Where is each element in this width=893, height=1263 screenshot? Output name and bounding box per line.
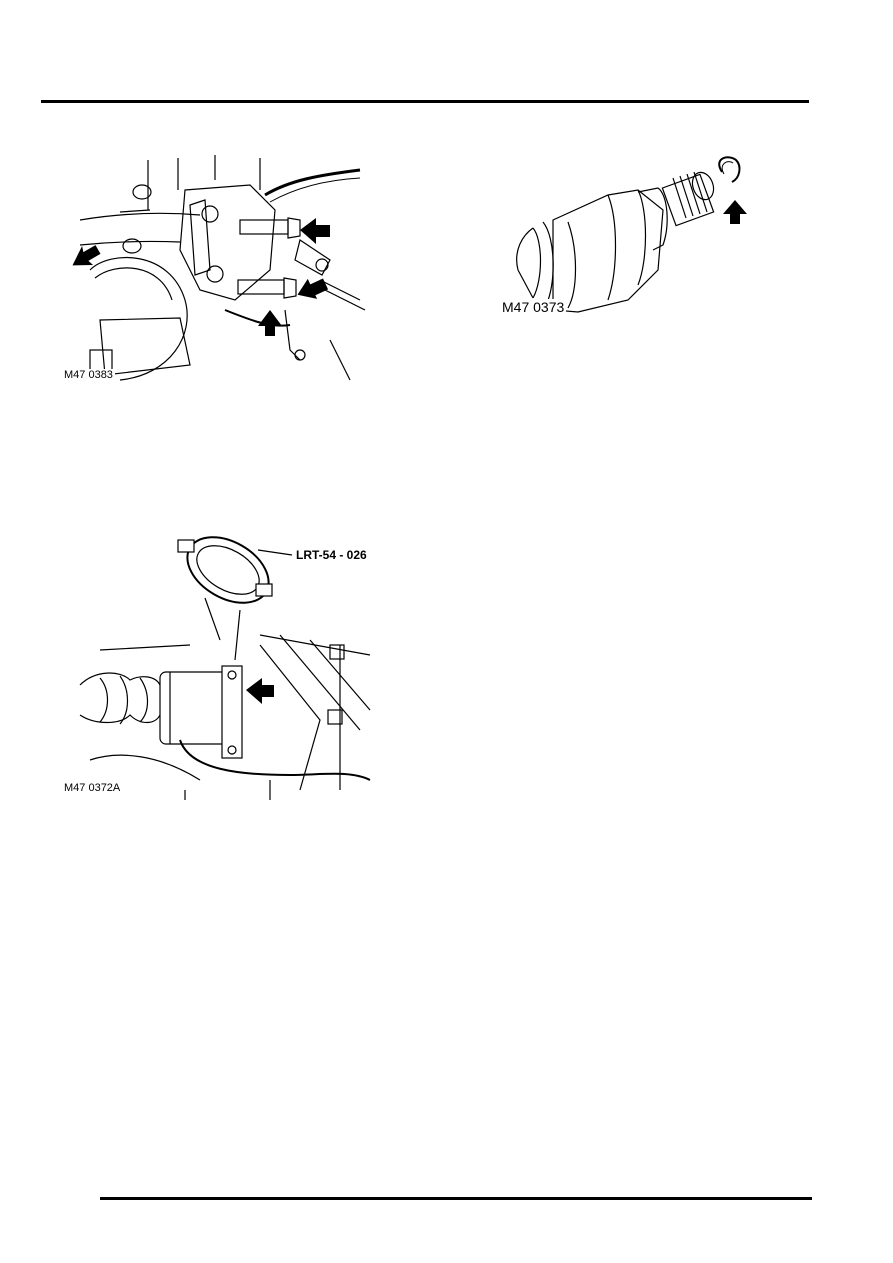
special-tool-illustration — [79, 536, 371, 800]
figure-joint-circlip: M47 0373 — [498, 150, 768, 320]
arrow-markers — [72, 218, 330, 336]
figure-special-tool: LRT-54 - 026 M47 0372A — [60, 520, 380, 800]
joint-circlip-illustration — [516, 156, 747, 313]
arrow-marker — [246, 678, 274, 704]
figure-hub-bolts: M47 0383 — [60, 150, 370, 382]
figure-hub-caption: M47 0383 — [62, 369, 115, 381]
figure-joint-caption: M47 0373 — [500, 299, 567, 315]
arrow-marker — [723, 200, 747, 224]
footer-rule — [100, 1197, 812, 1200]
special-tool-label: LRT-54 - 026 — [296, 548, 367, 562]
figure-tool-caption: M47 0372A — [62, 782, 123, 794]
hub-bolts-illustration — [72, 155, 366, 381]
header-rule — [41, 100, 809, 103]
